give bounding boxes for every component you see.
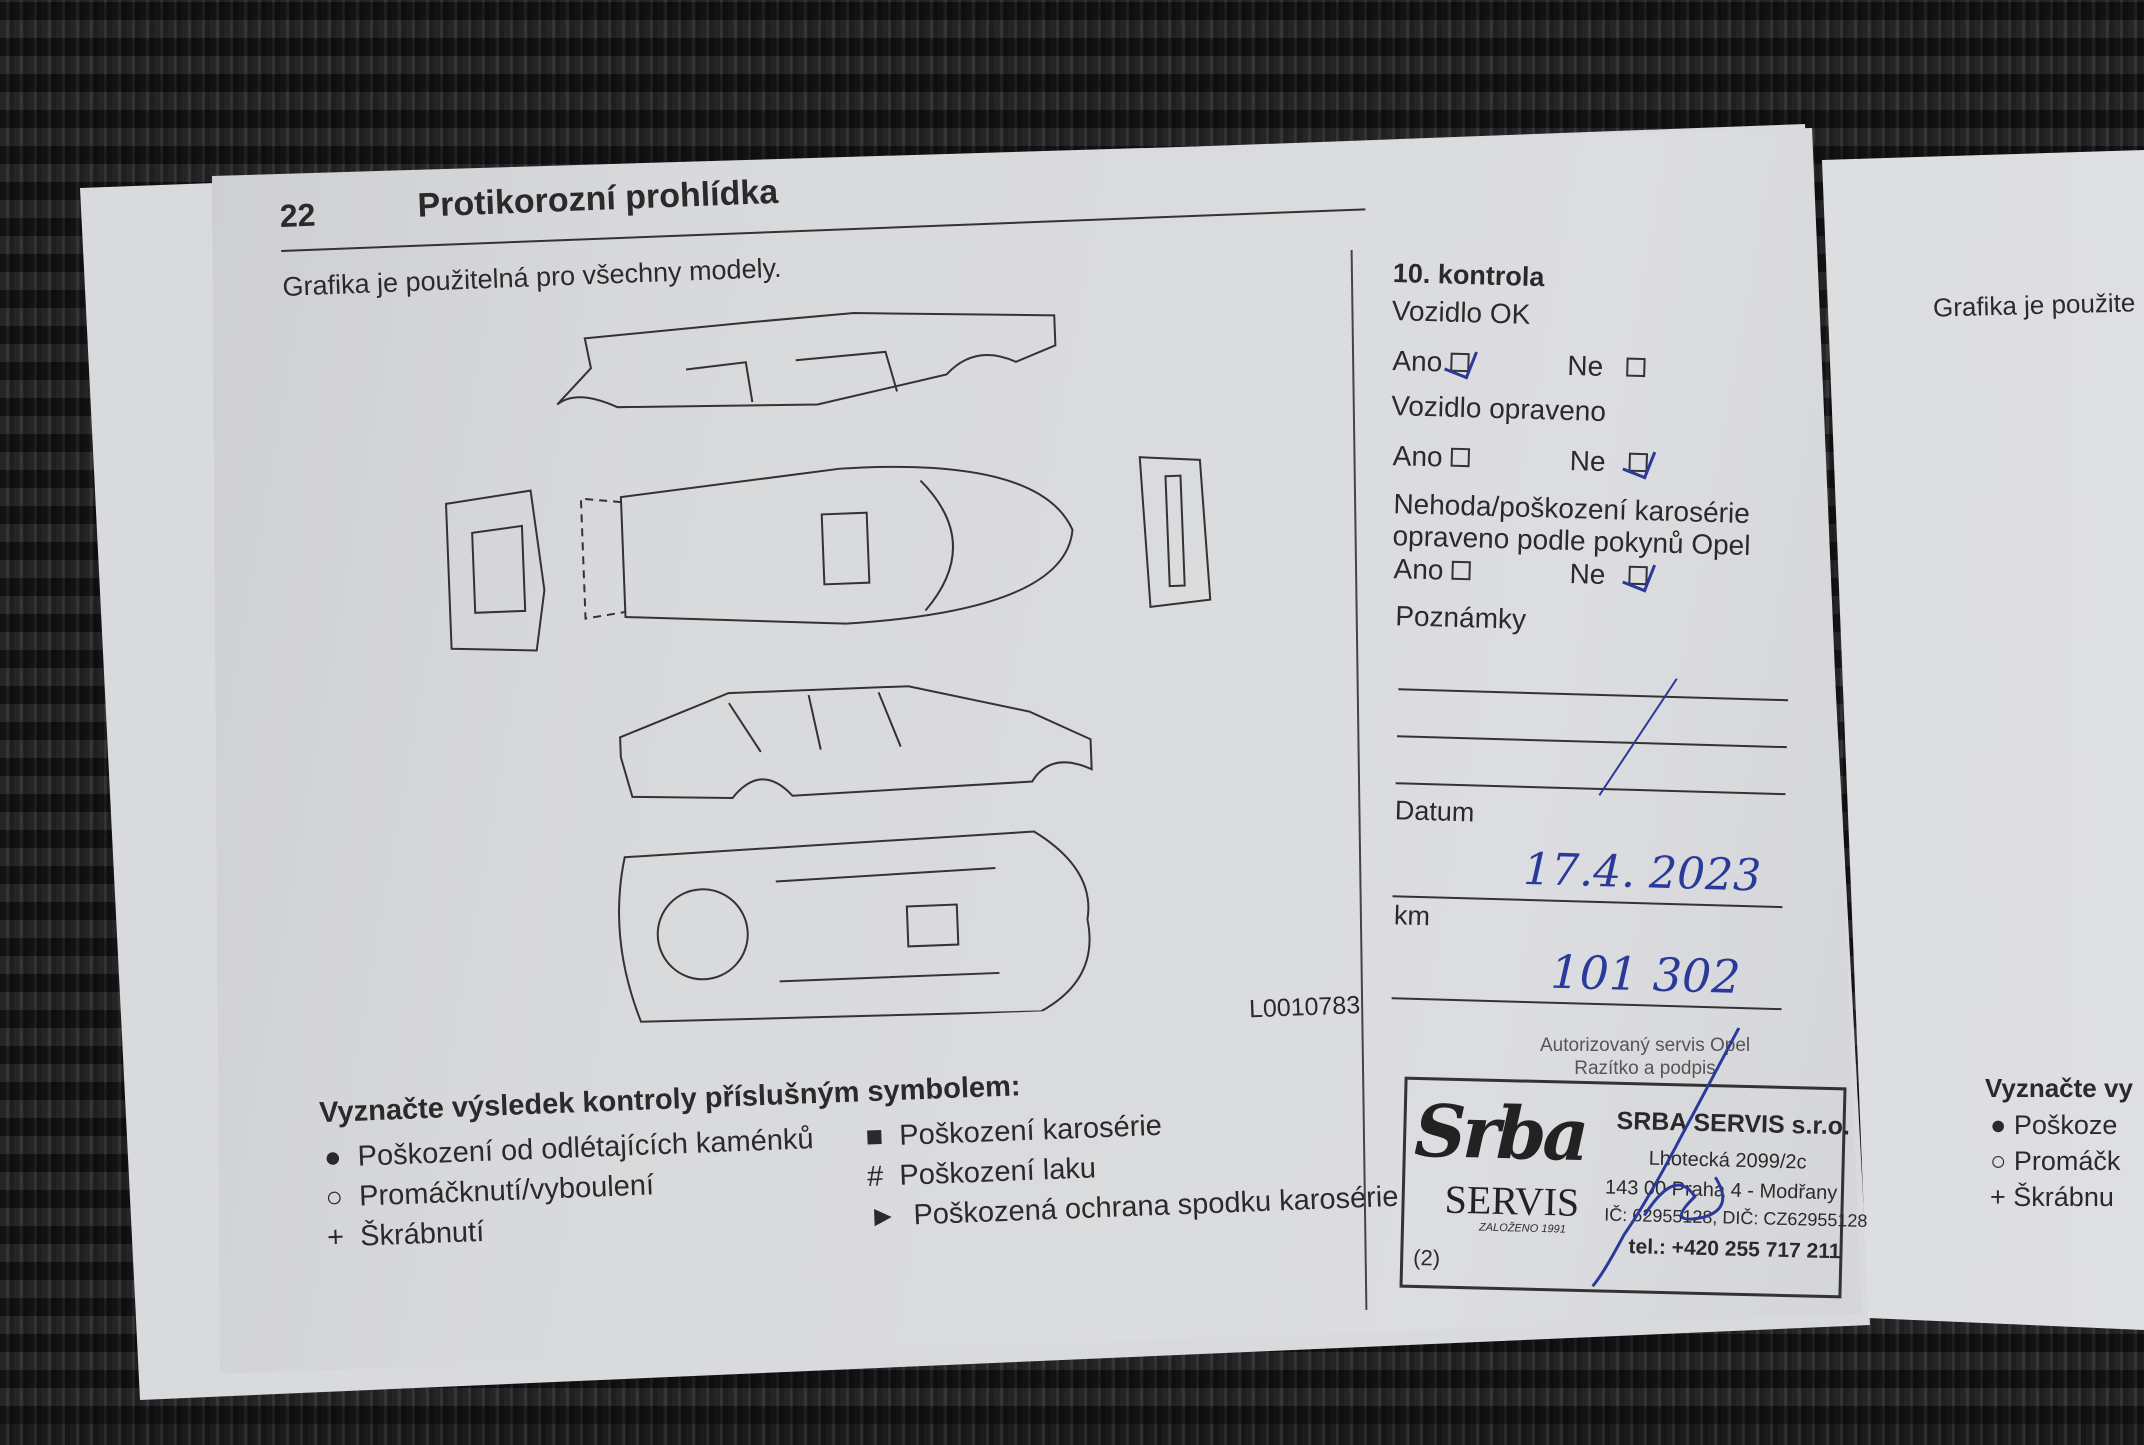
car-side-view bbox=[619, 685, 1093, 800]
car-roof-view bbox=[579, 465, 1074, 625]
right-legend-item: ○ Promáčk bbox=[1990, 1146, 2121, 1176]
right-legend-label: Škrábnu bbox=[2013, 1182, 2114, 1212]
km-label: km bbox=[1393, 900, 1431, 932]
date-label: Datum bbox=[1394, 795, 1475, 828]
q1-yes-checkbox[interactable] bbox=[1450, 352, 1470, 373]
km-value[interactable]: 101 302 bbox=[1549, 944, 1742, 1004]
stamp-logo-bottom: SERVIS bbox=[1444, 1176, 1580, 1225]
no-label: Ne bbox=[1566, 349, 1604, 382]
notes-line bbox=[1395, 782, 1786, 796]
yes-label: Ano bbox=[1392, 345, 1443, 378]
q2-yes-checkbox[interactable] bbox=[1450, 447, 1470, 468]
stamp-logo-top: Srba bbox=[1413, 1087, 1587, 1178]
q3-yes-checkbox[interactable] bbox=[1451, 560, 1471, 581]
stamp-logo-tag: ZALOŽENO 1991 bbox=[1478, 1221, 1566, 1236]
car-underbody-view bbox=[618, 830, 1091, 1023]
right-legend-item: ● Poškoze bbox=[1990, 1110, 2118, 1140]
q3-yes: Ano bbox=[1393, 553, 1471, 587]
yes-label: Ano bbox=[1393, 553, 1444, 586]
car-rear-view bbox=[444, 489, 546, 652]
q2-no: Ne bbox=[1569, 445, 1649, 479]
stamp-caption-2: Razítko a podpis bbox=[1574, 1058, 1716, 1079]
right-legend-label: Promáčk bbox=[2013, 1146, 2121, 1176]
notes-line bbox=[1396, 735, 1787, 749]
q2-label: Vozidlo opraveno bbox=[1390, 390, 1607, 427]
right-legend-heading: Vyznačte vy bbox=[1985, 1073, 2133, 1103]
right-legend-label: Poškoze bbox=[2013, 1110, 2118, 1140]
car-front-view bbox=[1138, 456, 1212, 608]
stamp-number: (2) bbox=[1412, 1244, 1441, 1271]
yes-label: Ano bbox=[1392, 440, 1444, 473]
no-label: Ne bbox=[1569, 445, 1606, 478]
q2-yes: Ano bbox=[1392, 440, 1470, 474]
date-value[interactable]: 17.4. 2023 bbox=[1522, 843, 1762, 902]
car-side-top-view bbox=[556, 312, 1057, 409]
notes-line bbox=[1398, 688, 1789, 702]
right-legend-item: + Škrábnu bbox=[1990, 1182, 2114, 1212]
q1-label: Vozidlo OK bbox=[1391, 294, 1531, 330]
q3-no-checkbox[interactable] bbox=[1628, 565, 1649, 586]
q3-no: Ne bbox=[1569, 558, 1649, 592]
q1-yes: Ano bbox=[1392, 345, 1470, 379]
notes-label: Poznámky bbox=[1394, 600, 1527, 635]
car-diagram bbox=[444, 312, 1212, 1023]
q1-no-checkbox[interactable] bbox=[1626, 357, 1646, 378]
q1-no: Ne bbox=[1567, 350, 1646, 384]
signature bbox=[1591, 1027, 1741, 1288]
q2-no-checkbox[interactable] bbox=[1628, 452, 1649, 473]
no-label: Ne bbox=[1569, 558, 1606, 591]
form-heading: 10. kontrola bbox=[1392, 258, 1545, 293]
service-stamp: Srba SERVIS ZALOŽENO 1991 (2) SRBA SERVI… bbox=[1399, 1027, 1868, 1299]
stamp-caption-1: Autorizovaný servis Opel bbox=[1540, 1035, 1751, 1056]
